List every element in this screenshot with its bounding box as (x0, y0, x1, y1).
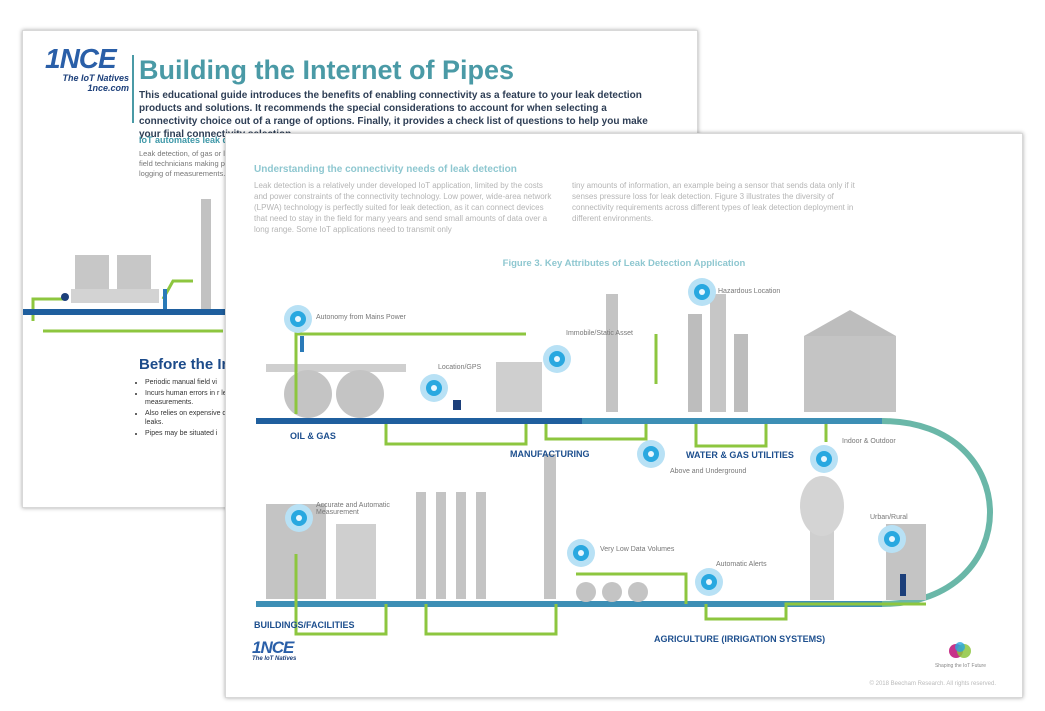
leak-detection-illustration (256, 278, 993, 636)
back-illustration (23, 199, 233, 333)
title-divider (132, 55, 134, 123)
front-column-2: tiny amounts of information, an example … (572, 181, 855, 223)
sensor-icon (543, 345, 571, 373)
before-heading: Before the In (139, 356, 231, 373)
bullet-item: Pipes may be situated i (145, 429, 255, 438)
sensor-icon (285, 504, 313, 532)
beecham-logo: Shaping the IoT Future (935, 641, 986, 669)
section-body: Leak detection, of gas or li field techn… (139, 149, 227, 178)
sensor-icon (688, 278, 716, 306)
copyright-text: © 2018 Beecham Research. All rights rese… (869, 681, 996, 687)
document-title: Building the Internet of Pipes (139, 55, 515, 85)
attribute-label: Urban/Rural (870, 514, 908, 521)
worker-figure (300, 336, 304, 352)
sensor-icon (284, 305, 312, 333)
attribute-label: Very Low Data Volumes (600, 546, 675, 553)
footer-1nce-logo: 1NCE The IoT Natives (252, 639, 296, 662)
attribute-label: Automatic Alerts (716, 561, 767, 568)
worker-figure (900, 574, 906, 596)
bullet-item: Periodic manual field vi (145, 378, 255, 387)
footer-logo-mark: 1NCE (252, 638, 294, 657)
attribute-label: Accurate and Automatic Measurement (316, 502, 390, 516)
section-heading: IoT automates leak det (139, 135, 237, 145)
sensor-icon (567, 539, 595, 567)
front-column-1: Leak detection is a relatively under dev… (254, 181, 552, 234)
bullet-list: Periodic manual field vi Incurs human er… (135, 378, 255, 440)
intro-paragraph: This educational guide introduces the be… (139, 90, 648, 140)
attribute-label: Hazardous Location (718, 288, 781, 295)
figure-title: Figure 3. Key Attributes of Leak Detecti… (502, 258, 746, 269)
sensor-icon (810, 445, 838, 473)
attribute-label: Above and Underground (670, 468, 747, 475)
beecham-tagline: Shaping the IoT Future (934, 663, 986, 669)
1nce-logo: 1NCE The IoT Natives 1nce.com (45, 43, 129, 94)
sector-label: WATER & GAS UTILITIES (686, 450, 794, 460)
sector-label: OIL & GAS (290, 431, 336, 441)
attribute-label: Autonomy from Mains Power (316, 314, 406, 321)
beecham-icon (949, 642, 972, 658)
worker-figure (453, 400, 461, 410)
sensor-icon (637, 440, 665, 468)
attribute-label: Location/GPS (438, 364, 482, 371)
attribute-label: Indoor & Outdoor (842, 438, 896, 445)
attribute-label: Immobile/Static Asset (566, 330, 633, 337)
logo-mark: 1NCE (45, 43, 117, 74)
sector-label: MANUFACTURING (510, 449, 590, 459)
sector-label: BUILDINGS/FACILITIES (254, 620, 355, 630)
bullet-item: Also relies on expensive detect leaks. (145, 409, 255, 427)
front-document-page: Understanding the connectivity needs of … (225, 133, 1023, 698)
sensor-icon (420, 374, 448, 402)
front-heading: Understanding the connectivity needs of … (254, 164, 517, 175)
logo-tagline: The IoT Natives (62, 73, 129, 83)
footer-logo-tagline: The IoT Natives (252, 656, 297, 662)
bullet-item: Incurs human errors in r leak measuremen… (145, 389, 255, 407)
sector-label: AGRICULTURE (IRRIGATION SYSTEMS) (654, 634, 826, 644)
sensor-icon (695, 568, 723, 596)
logo-url: 1nce.com (87, 83, 129, 93)
sensor-icon (878, 525, 906, 553)
